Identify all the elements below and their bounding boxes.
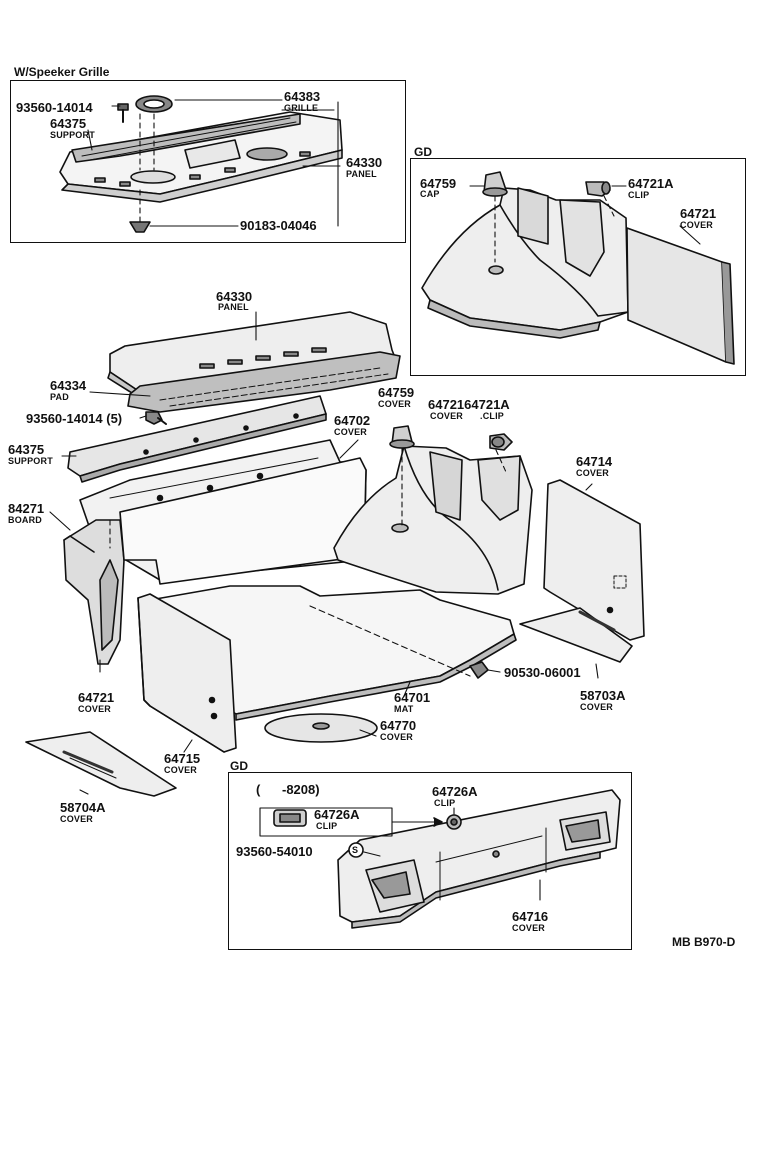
part-64721a-main-name: .CLIP <box>480 411 505 421</box>
speaker-grille-ring-drawing <box>135 95 173 113</box>
part-64715-name: COVER <box>164 765 198 775</box>
speaker-grille-box <box>10 80 406 243</box>
part-64726a-name: CLIP <box>434 798 456 808</box>
part-93560-14014-main: 93560-14014 (5) <box>26 411 123 426</box>
part-90530-06001: 90530-06001 <box>504 665 581 680</box>
part-64714: 64714 <box>576 454 613 469</box>
main-rear-cover-drawing <box>119 457 367 585</box>
gd-top-side-cover-drawing <box>421 187 735 365</box>
part-64726a-inset: 64726A <box>314 807 360 822</box>
part-64715: 64715 <box>164 751 201 766</box>
part-64330-top: 64330 <box>346 155 383 170</box>
part-64721a-gd: 64721A <box>628 176 674 191</box>
part-93560-14014-top: 93560-14014 <box>16 100 93 115</box>
main-mat-drawing <box>149 585 517 721</box>
part-84271: 84271 <box>8 501 45 516</box>
part-64702-name: COVER <box>334 427 368 437</box>
gd-bottom-clip-drawing <box>446 814 462 830</box>
main-cover-64715-drawing <box>137 593 237 753</box>
s-mark-circle <box>348 842 364 858</box>
part-64770-name: COVER <box>380 732 414 742</box>
main-disc-cover-drawing <box>264 713 378 743</box>
part-64714-name: COVER <box>576 468 610 478</box>
part-64375-top-name: SUPPORT <box>50 130 95 140</box>
gd-bottom-rear-cover-drawing <box>337 789 621 929</box>
part-64383-name: GRILLE <box>284 103 319 113</box>
main-clip-90530-drawing <box>469 661 489 679</box>
part-58704a: 58704A <box>60 800 106 815</box>
gd-bottom-inset-clip-drawing <box>273 809 307 827</box>
gd-top-cap-drawing <box>482 171 508 197</box>
part-64721-main-name: COVER <box>430 411 464 421</box>
part-58703a-name: COVER <box>580 702 614 712</box>
gd-bottom-heading: GD <box>230 759 248 773</box>
top-box-dashed-leaders <box>139 113 155 223</box>
gd-top-dashed-leaders <box>494 195 615 263</box>
part-58703a: 58703A <box>580 688 626 703</box>
part-64375-top: 64375 <box>50 116 87 131</box>
gd-top-leaders <box>469 185 701 245</box>
gd-top-heading: GD <box>414 145 432 159</box>
part-64726a-inset-name: CLIP <box>316 821 338 831</box>
main-cap-drawing <box>389 425 415 449</box>
top-box-clip-drawing <box>129 221 151 233</box>
main-right-side-cover-drawing <box>333 445 533 595</box>
gd-top-box <box>410 158 746 376</box>
main-screw-drawing <box>145 411 167 425</box>
gd-bottom-range: ( -8208) <box>256 782 320 797</box>
main-pad-drawing <box>127 351 401 413</box>
part-64383: 64383 <box>284 89 321 104</box>
part-64721a-gd-name: CLIP <box>628 190 650 200</box>
part-64330-top-name: PANEL <box>346 169 377 179</box>
main-cover-58703a-drawing <box>519 607 633 663</box>
part-64759-main: 64759 <box>378 385 415 400</box>
part-64701: 64701 <box>394 690 431 705</box>
part-64721-left-name: COVER <box>78 704 112 714</box>
part-58704a-name: COVER <box>60 814 94 824</box>
part-64701-name: MAT <box>394 704 414 714</box>
gd-bottom-box <box>228 772 632 950</box>
diagram-code: MB B970-D <box>672 935 736 949</box>
part-64330-main: 64330 <box>216 289 253 304</box>
part-64375-main: 64375 <box>8 442 45 457</box>
part-64759-gd: 64759 <box>420 176 457 191</box>
part-64716: 64716 <box>512 909 549 924</box>
part-84271-name: BOARD <box>8 515 42 525</box>
part-64375-main-name: SUPPORT <box>8 456 53 466</box>
top-box-leaders <box>87 99 341 227</box>
part-64770: 64770 <box>380 718 417 733</box>
part-93560-54010: 93560-54010 <box>236 844 313 859</box>
part-64726a: 64726A <box>432 784 478 799</box>
part-64759-gd-name: CAP <box>420 189 440 199</box>
part-90183-04046: 90183-04046 <box>240 218 317 233</box>
speaker-grille-heading: W/Speeker Grille <box>14 65 110 79</box>
s-mark-letter: S <box>352 845 359 855</box>
main-leaders <box>49 311 599 795</box>
main-dashed-leaders <box>109 447 507 549</box>
top-box-screw-drawing <box>117 103 129 123</box>
part-64721-gd-name: COVER <box>680 220 714 230</box>
main-cover-58704a-drawing <box>25 731 177 797</box>
part-64334: 64334 <box>50 378 87 393</box>
part-64702: 64702 <box>334 413 371 428</box>
part-64721-left: 64721 <box>78 690 115 705</box>
gd-bottom-inset-arrow <box>433 817 443 827</box>
part-64759-main-name: COVER <box>378 399 412 409</box>
part-64330-main-name: PANEL <box>218 302 249 312</box>
part-64334-name: PAD <box>50 392 69 402</box>
main-left-cover-drawing <box>63 519 125 665</box>
speaker-grille-panel-drawing <box>59 111 343 203</box>
part-64721-gd: 64721 <box>680 206 717 221</box>
gd-top-clip-drawing <box>585 181 611 197</box>
part-64721-64721a-main: 6472164721A <box>428 397 510 412</box>
main-cover-64714-drawing <box>543 479 645 641</box>
part-64716-name: COVER <box>512 923 546 933</box>
main-clip-drawing <box>489 433 513 451</box>
main-support-drawing <box>67 395 327 483</box>
